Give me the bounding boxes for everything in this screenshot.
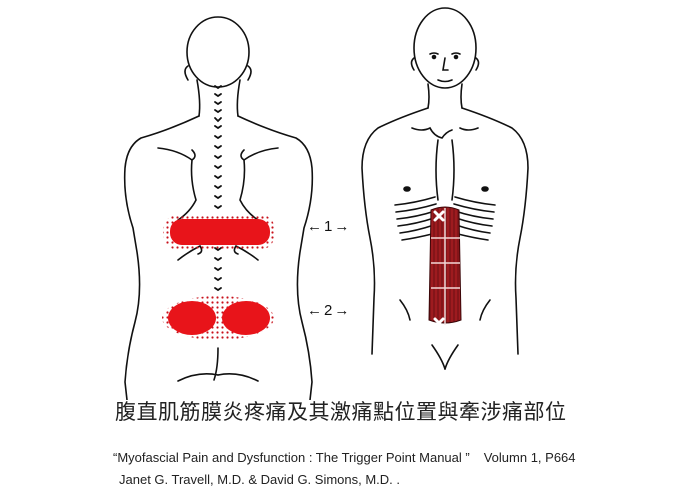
marker-2: ← 2 → (307, 302, 349, 319)
referred-pain-zone-upper (163, 214, 275, 250)
back-view-figure (123, 16, 314, 400)
marker-1: ← 1 → (307, 218, 349, 235)
arrow-left-icon: ← (307, 218, 322, 235)
front-view-figure (361, 7, 529, 370)
spine-icon (214, 85, 222, 292)
caption-title: 腹直肌筋膜炎疼痛及其激痛點位置與牽涉痛部位 (115, 400, 567, 424)
anatomy-figure (123, 7, 529, 400)
arrow-right-icon: → (334, 302, 350, 319)
referred-pain-zone-lower (162, 296, 274, 340)
marker-1-label: 1 (324, 218, 333, 235)
arrow-right-icon: → (334, 218, 350, 235)
trigger-point-x-icon (433, 210, 445, 329)
source-volume: Volumn 1, P664 (483, 450, 576, 465)
source-authors: Janet G. Travell, M.D. & David G. Simons… (119, 472, 401, 487)
rectus-abdominis-muscle (428, 206, 462, 325)
source-citation: “Myofascial Pain and Dysfunction : The T… (113, 450, 576, 465)
marker-2-label: 2 (324, 302, 333, 319)
arrow-left-icon: ← (307, 302, 322, 319)
source-title: “Myofascial Pain and Dysfunction : The T… (113, 450, 470, 465)
